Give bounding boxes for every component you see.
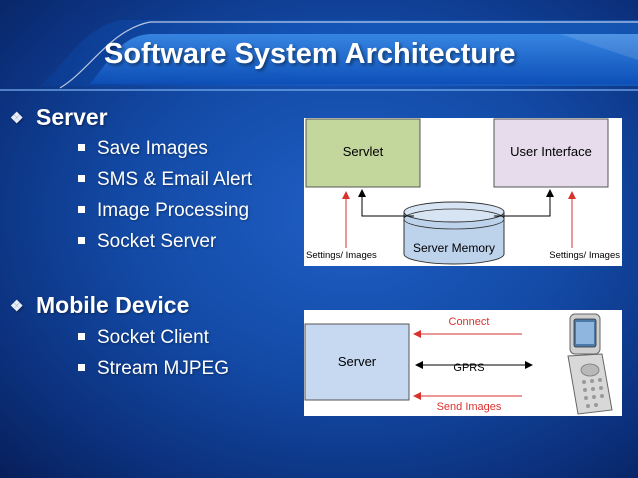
list-item-text: Socket Client — [97, 327, 209, 348]
user-interface-box — [493, 118, 609, 188]
list-item-text: Save Images — [97, 138, 208, 159]
diamond-bullet-icon: ❖ — [10, 298, 24, 315]
square-bullet-icon — [78, 333, 85, 340]
diamond-bullet-icon: ❖ — [10, 110, 24, 127]
bullet-label: Server — [36, 104, 108, 130]
list-item: Socket Server — [78, 231, 216, 253]
slide-title: Software System Architecture — [104, 38, 516, 70]
settings-images-left-label: Settings/ Images — [306, 250, 377, 261]
servlet-box — [305, 118, 421, 188]
square-bullet-icon — [78, 175, 85, 182]
user-interface-label: User Interface — [510, 144, 592, 159]
list-item: Image Processing — [78, 200, 249, 222]
square-bullet-icon — [78, 206, 85, 213]
connect-label: Connect — [449, 316, 490, 328]
server-memory-cylinder — [403, 201, 505, 265]
server-box — [304, 323, 410, 401]
list-item: SMS & Email Alert — [78, 169, 252, 191]
list-item-text: Socket Server — [97, 231, 217, 252]
square-bullet-icon — [78, 364, 85, 371]
send-images-label: Send Images — [437, 401, 502, 413]
bullet-server: ❖ Server — [10, 104, 108, 131]
server-memory-label: Server Memory — [413, 241, 495, 255]
list-item: Socket Client — [78, 327, 209, 349]
mobile-communication-diagram: Server Connect GPRS Send Images — [304, 310, 622, 416]
list-item: Stream MJPEG — [78, 358, 229, 380]
square-bullet-icon — [78, 237, 85, 244]
server-architecture-diagram: Servlet User Interface Server Memory Set… — [304, 118, 622, 266]
list-item-text: Stream MJPEG — [97, 358, 229, 379]
servlet-label: Servlet — [343, 144, 384, 159]
bullet-mobile-device: ❖ Mobile Device — [10, 292, 189, 319]
list-item: Save Images — [78, 138, 208, 160]
server-label: Server — [338, 354, 377, 369]
list-item-text: Image Processing — [97, 200, 250, 221]
gprs-label: GPRS — [453, 362, 484, 374]
bullet-label: Mobile Device — [36, 292, 190, 318]
list-item-text: SMS & Email Alert — [97, 169, 253, 190]
flip-phone-icon — [567, 313, 613, 415]
square-bullet-icon — [78, 144, 85, 151]
settings-images-right-label: Settings/ Images — [549, 250, 620, 261]
